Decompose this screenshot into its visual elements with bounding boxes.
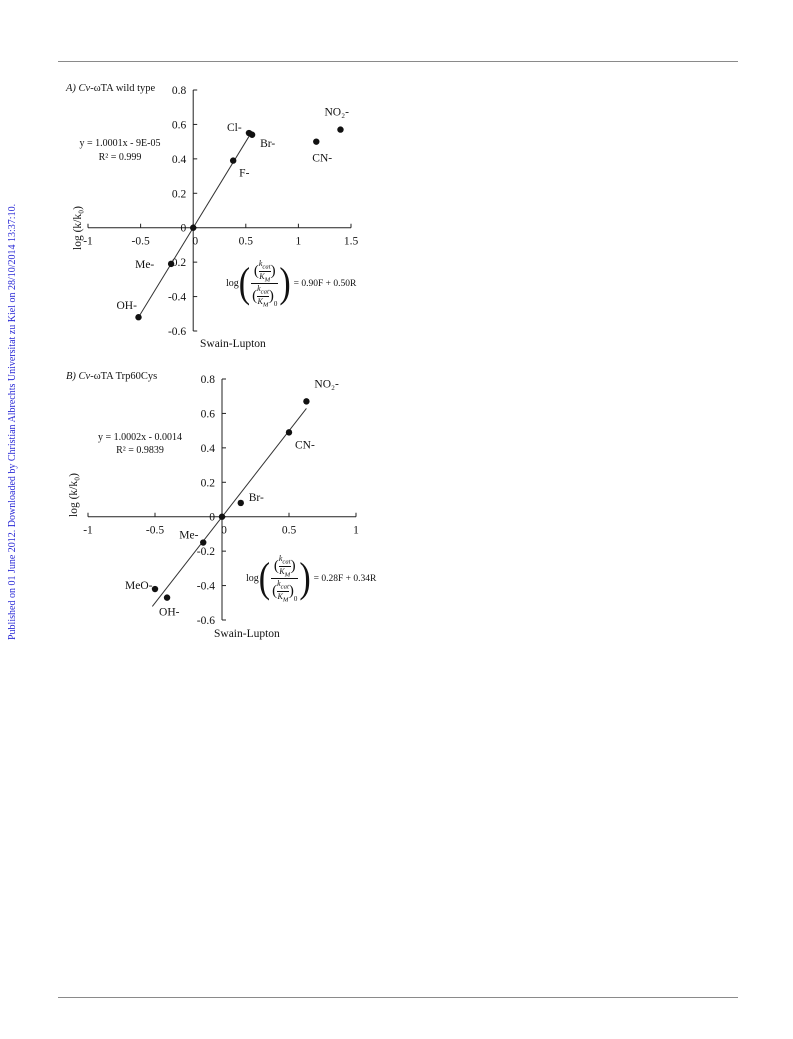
data-point-label: NO₂- — [324, 107, 349, 119]
y-tick-label: 0.4 — [201, 443, 216, 455]
y-tick-label: 0.8 — [201, 374, 216, 386]
data-point — [303, 398, 310, 405]
y-axis-label: log (k/k₀) — [72, 206, 84, 250]
trendline — [151, 408, 307, 607]
formula-a-rhs: = 0.90F + 0.50R — [293, 278, 357, 289]
x-tick-label: 0 — [221, 525, 227, 537]
x-tick-label: 1 — [296, 236, 302, 248]
data-point-label: Me- — [179, 530, 198, 542]
y-tick-label: 0.4 — [172, 154, 187, 166]
data-point — [151, 585, 159, 593]
chart-title-italic: B) Cv- — [66, 371, 94, 382]
y-tick-label: 0.8 — [172, 85, 187, 97]
chart-title-rest: ωTA wild type — [94, 83, 156, 94]
data-point-label: F- — [239, 168, 249, 180]
x-tick-label: -0.5 — [131, 236, 149, 248]
data-point — [218, 513, 226, 520]
data-point — [237, 499, 244, 507]
data-point — [200, 539, 207, 546]
y-tick-label: -0.6 — [197, 615, 215, 627]
chart-a: A) Cv-ωTA wild type -1 -0.5 0.5 1 1.5 0 -0.6 -0.… — [65, 83, 359, 350]
chart-title-italic: A) Cv- — [65, 83, 94, 94]
y-tick-label: -0.2 — [197, 546, 215, 558]
data-point-label: OH- — [116, 300, 137, 312]
y-tick-label: 0 — [180, 223, 186, 235]
data-point-label: Br- — [249, 492, 264, 504]
formula-b-rhs: = 0.28F + 0.34R — [313, 573, 377, 584]
x-tick-label: 1.5 — [344, 236, 359, 248]
trendline-r2: R² = 0.999 — [99, 152, 142, 163]
x-tick-label: 0.5 — [239, 236, 254, 248]
x-tick-label: 1 — [353, 525, 359, 537]
data-point-label: OH- — [159, 607, 180, 619]
trendline-equation: y = 1.0001x - 9E-05 — [80, 138, 161, 149]
data-point — [167, 260, 175, 268]
y-axis-label: log (k/k₀) — [68, 473, 80, 517]
data-point-label: CN- — [295, 439, 315, 451]
x-tick-label: 0 — [192, 236, 198, 248]
x-axis-label: Swain-Lupton — [214, 628, 280, 640]
trendline-equation: y = 1.0002x - 0.0014 — [98, 432, 182, 443]
data-point-label: Cl- — [227, 122, 242, 134]
data-point — [313, 138, 320, 145]
x-tick-label: -1 — [83, 525, 93, 537]
footer-rule — [58, 997, 738, 998]
data-point-label: Me- — [135, 259, 154, 271]
data-point-label: MeO- — [125, 580, 153, 592]
chart-title-rest: ωTA Trp60Cys — [94, 371, 158, 382]
y-tick-label: 0.2 — [201, 477, 216, 489]
data-point — [229, 157, 237, 164]
data-point — [135, 314, 142, 321]
chart-title: A) Cv-ωTA wild type — [65, 83, 156, 94]
trendline-r2: R² = 0.9839 — [116, 445, 164, 456]
data-point — [337, 126, 344, 133]
x-tick-label: -1 — [83, 236, 93, 248]
y-tick-label: 0 — [209, 512, 215, 524]
y-tick-label: -0.6 — [168, 326, 186, 338]
header-rule — [58, 61, 738, 62]
data-point-label: Br- — [260, 138, 275, 150]
x-tick-label: -0.5 — [146, 525, 164, 537]
formula-log: log — [246, 573, 259, 585]
data-point — [248, 131, 256, 138]
y-tick-label: -0.4 — [168, 292, 186, 304]
data-point — [285, 429, 293, 436]
y-tick-label: 0.6 — [201, 408, 216, 420]
data-point — [163, 594, 171, 601]
y-tick-label: -0.4 — [197, 581, 215, 593]
x-tick-label: 0.5 — [282, 525, 297, 537]
chart-title: B) Cv-ωTA Trp60Cys — [66, 371, 157, 382]
y-tick-label: 0.2 — [172, 188, 187, 200]
x-axis-label: Swain-Lupton — [200, 338, 266, 350]
y-tick-label: 0.6 — [172, 119, 187, 131]
data-point — [190, 224, 197, 231]
formula-log: log — [226, 278, 239, 290]
data-point-label: CN- — [312, 153, 332, 165]
chart-b: B) Cv-ωTA Trp60Cys -1 -0.5 0.5 1 0 -0.6 -0.4 -0.… — [66, 371, 359, 640]
data-point-label: NO₂- — [314, 378, 339, 390]
